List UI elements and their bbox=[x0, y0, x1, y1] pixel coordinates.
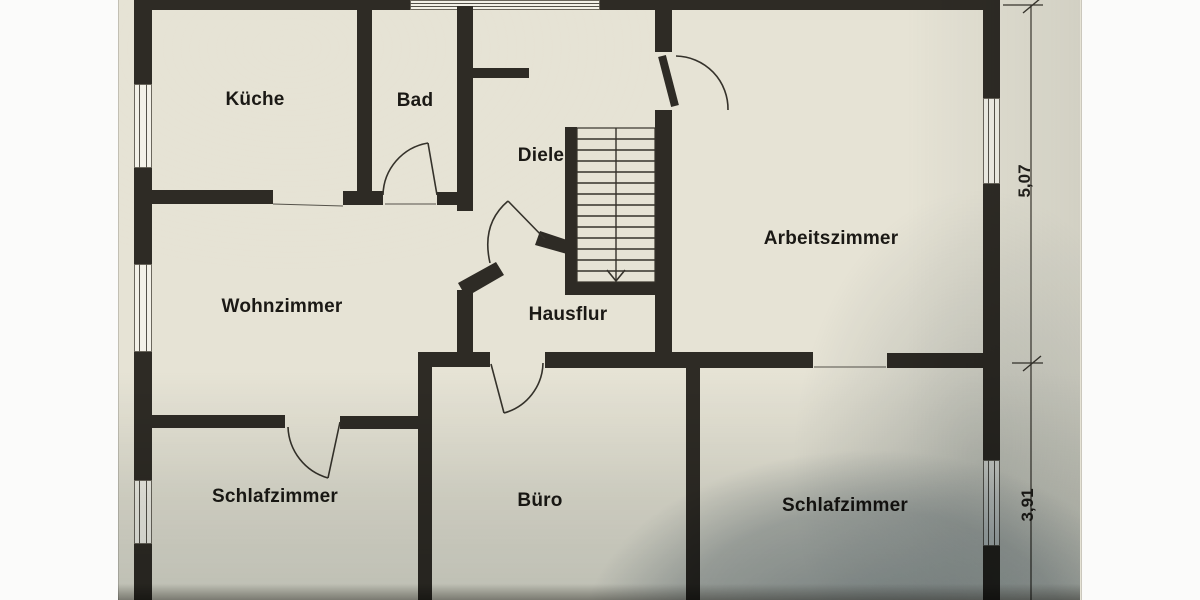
window-icon bbox=[983, 98, 1000, 184]
window-icon bbox=[134, 264, 152, 352]
room-label-bad: Bad bbox=[396, 90, 434, 111]
wall-treppe-unten bbox=[565, 282, 657, 295]
wall-wohnzimmer-bottom bbox=[340, 416, 432, 429]
wall-buero-ost bbox=[686, 368, 700, 600]
wall-bad-bottom bbox=[437, 192, 457, 205]
room-label-schlafzimmer-links: Schlafzimmer bbox=[212, 486, 338, 507]
room-label-schlafzimmer-rechts: Schlafzimmer bbox=[782, 495, 908, 516]
wall-treppe-ost bbox=[655, 0, 672, 52]
wall-wohnzimmer-bottom bbox=[152, 415, 285, 428]
wall-hausflur-bottom bbox=[545, 352, 813, 368]
wall bbox=[134, 168, 152, 264]
dimension-value-lower: 3,91 bbox=[1018, 488, 1037, 522]
wall bbox=[134, 0, 152, 84]
wall-treppe-ost bbox=[655, 110, 672, 355]
room-label-arbeitszimmer: Arbeitszimmer bbox=[763, 228, 899, 249]
dimension-value-upper: 5,07 bbox=[1015, 164, 1034, 198]
wall-bad-bottom bbox=[343, 191, 383, 205]
wall-kueche-bad bbox=[357, 0, 372, 205]
room-label-diele: Diele bbox=[517, 145, 565, 166]
wall bbox=[134, 544, 152, 600]
room-label-wohnzimmer: Wohnzimmer bbox=[221, 296, 343, 317]
room-label-hausflur: Hausflur bbox=[528, 304, 608, 325]
wall-schlafzimmer-top bbox=[887, 353, 983, 368]
room-label-buero: Büro bbox=[517, 490, 563, 511]
window-icon bbox=[410, 0, 600, 10]
wall-diele-stub bbox=[473, 68, 529, 78]
wall-treppe-west bbox=[565, 127, 577, 294]
wall-bad-diele bbox=[457, 6, 473, 211]
window-icon bbox=[134, 480, 152, 544]
wall bbox=[134, 352, 152, 480]
wall bbox=[983, 184, 1000, 460]
room-label-kueche: Küche bbox=[225, 89, 285, 110]
wall-kueche-bottom bbox=[152, 190, 273, 204]
wall-buero-west bbox=[418, 352, 432, 600]
wall bbox=[983, 546, 1000, 600]
wall-hausflur-west bbox=[457, 290, 473, 352]
window-icon bbox=[134, 84, 152, 168]
wall bbox=[983, 0, 1000, 98]
window-icon bbox=[983, 460, 1000, 546]
